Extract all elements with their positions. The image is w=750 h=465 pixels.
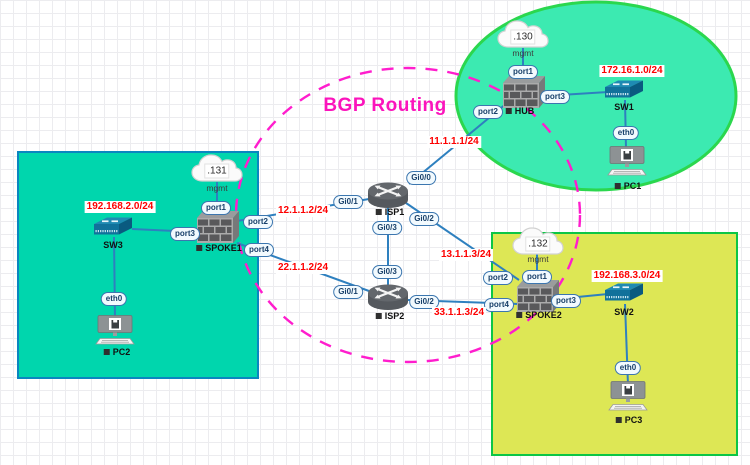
isp2-gi01-label: Gi0/1 xyxy=(333,285,363,299)
spoke2-label: SPOKE2 xyxy=(516,310,562,320)
spoke1-label: SPOKE1 xyxy=(196,243,242,253)
isp2-label-text: ISP2 xyxy=(384,311,405,321)
spoke2-mgmt-label-text: mgmt xyxy=(527,254,549,264)
device-type-square-icon xyxy=(615,417,622,423)
pc1-label-text: PC1 xyxy=(623,181,642,191)
pc2-label-text: PC2 xyxy=(112,347,131,357)
spoke2-port3-label: port3 xyxy=(551,294,581,308)
hub-mgmt-label-text: mgmt xyxy=(512,48,534,58)
link-sw1-pc1[interactable] xyxy=(624,99,627,150)
isp2-gi03-label: Gi0/3 xyxy=(372,265,402,279)
hub-label: HUB xyxy=(505,106,535,116)
bgp-as-boundary-circle xyxy=(234,66,582,364)
isp2-router-node[interactable] xyxy=(366,282,410,312)
pc-icon xyxy=(607,146,647,176)
spoke1-label-text: SPOKE1 xyxy=(205,243,242,253)
sw1-label-text: SW1 xyxy=(614,102,634,112)
isp1-gi00-label: Gi0/0 xyxy=(406,171,436,185)
pc2-pc-node[interactable] xyxy=(93,315,137,347)
net-22-1-1-2: 22.1.1.2/24 xyxy=(275,262,331,274)
hub-firewall-node[interactable] xyxy=(501,74,545,110)
cloud-spoke1-address-chip: .131 xyxy=(204,163,230,179)
pc3-label: PC3 xyxy=(615,415,643,425)
sw3-switch-node[interactable] xyxy=(92,216,134,240)
pc3-eth0-label: eth0 xyxy=(614,361,642,375)
diagram-title: BGP Routing xyxy=(323,95,447,116)
pc-icon xyxy=(95,315,135,345)
spoke2-port2-label: port2 xyxy=(483,271,513,285)
spoke1-mgmt-label: mgmt xyxy=(206,183,227,193)
isp2-label: ISP2 xyxy=(375,311,405,321)
isp1-gi01-label: Gi0/1 xyxy=(333,195,363,209)
router-icon xyxy=(368,284,408,310)
device-type-square-icon xyxy=(516,312,523,318)
pc1-label: PC1 xyxy=(614,181,642,191)
isp1-gi02-label: Gi0/2 xyxy=(409,212,439,226)
net-13-1-1-3: 13.1.1.3/24 xyxy=(438,249,494,261)
cloud-spoke2-cloud-node[interactable]: .132 xyxy=(512,226,564,260)
device-type-square-icon xyxy=(614,183,621,189)
isp1-router-node[interactable] xyxy=(366,180,410,210)
net-192-168-3-0: 192.168.3.0/24 xyxy=(591,270,663,282)
spoke2-label-text: SPOKE2 xyxy=(525,310,562,320)
net-192-168-2-0: 192.168.2.0/24 xyxy=(84,201,156,213)
spoke2-firewall-node[interactable] xyxy=(515,278,559,314)
pc1-eth0-label: eth0 xyxy=(612,126,640,140)
spoke1-port4-label: port4 xyxy=(244,243,274,257)
hub-site-ellipse xyxy=(454,0,738,192)
cloud-spoke2-address-chip: .132 xyxy=(525,236,551,252)
spoke1-port3-label: port3 xyxy=(170,227,200,241)
pc3-label-text: PC3 xyxy=(624,415,643,425)
spoke2-port1-label: port1 xyxy=(522,270,552,284)
isp1-gi03-label: Gi0/3 xyxy=(372,221,402,235)
sw3-label-text: SW3 xyxy=(103,240,123,250)
hub-label-text: HUB xyxy=(514,106,535,116)
isp2-gi02-label: Gi0/2 xyxy=(409,295,439,309)
sw3-label: SW3 xyxy=(103,240,123,250)
pc1-pc-node[interactable] xyxy=(605,146,649,178)
switch-icon xyxy=(605,283,643,301)
device-type-square-icon xyxy=(196,245,203,251)
cloud-spoke1-cloud-node[interactable]: .131 xyxy=(191,153,243,187)
device-type-square-icon xyxy=(103,349,110,355)
hub-port2-label: port2 xyxy=(473,105,503,119)
pc2-label: PC2 xyxy=(103,347,131,357)
sw2-label: SW2 xyxy=(614,307,634,317)
net-172-16-1-0: 172.16.1.0/24 xyxy=(599,65,665,77)
pc3-pc-node[interactable] xyxy=(606,381,650,413)
spoke2-mgmt-label: mgmt xyxy=(527,254,548,264)
router-icon xyxy=(368,182,408,208)
isp1-label: ISP1 xyxy=(375,207,405,217)
net-11-1-1-1: 11.1.1.1/24 xyxy=(427,136,481,148)
net-12-1-1-2: 12.1.1.2/24 xyxy=(275,205,331,217)
hub-mgmt-label: mgmt xyxy=(512,48,533,58)
spoke2-port4-label: port4 xyxy=(484,298,514,312)
device-type-square-icon xyxy=(505,108,512,114)
firewall-icon xyxy=(517,280,559,312)
hub-port3-label: port3 xyxy=(540,90,570,104)
net-33-1-1-3: 33.1.1.3/24 xyxy=(431,307,487,319)
sw2-switch-node[interactable] xyxy=(603,282,645,306)
spoke1-mgmt-label-text: mgmt xyxy=(206,183,228,193)
pc2-eth0-label: eth0 xyxy=(100,292,128,306)
sw2-label-text: SW2 xyxy=(614,307,634,317)
device-type-square-icon xyxy=(375,209,382,215)
sw1-switch-node[interactable] xyxy=(603,79,645,103)
hub-port1-label: port1 xyxy=(508,65,538,79)
cloud-hub-address-chip: .130 xyxy=(510,29,536,45)
isp1-label-text: ISP1 xyxy=(384,207,405,217)
spoke1-port1-label: port1 xyxy=(201,201,231,215)
switch-icon xyxy=(605,80,643,98)
firewall-icon xyxy=(503,76,545,108)
sw1-label: SW1 xyxy=(614,102,634,112)
switch-icon xyxy=(94,217,132,235)
device-type-square-icon xyxy=(375,313,382,319)
spoke1-port2-label: port2 xyxy=(243,215,273,229)
pc-icon xyxy=(608,381,648,411)
spoke2-site-rect xyxy=(491,232,738,456)
cloud-hub-cloud-node[interactable]: .130 xyxy=(497,19,549,53)
